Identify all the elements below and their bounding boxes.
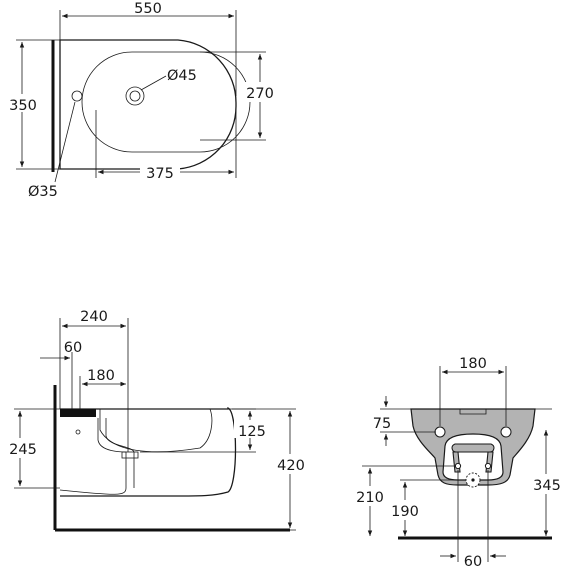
top-view: 550 350 270 375 Ø45 Ø35 — [4, 1, 278, 200]
dim-550-label: 550 — [134, 1, 162, 17]
tap-hole-leader — [140, 75, 167, 91]
dim-245-label: 245 — [9, 442, 37, 458]
dim-190-label: 190 — [391, 504, 419, 520]
side-view-fixing-hole — [75, 429, 81, 435]
rear-supply-hole-right — [484, 462, 492, 470]
rear-view-top-notch — [459, 409, 487, 415]
tap-hole-inner — [129, 90, 141, 102]
side-view-waste-pipe — [59, 418, 135, 495]
tap-hole-label: Ø45 — [167, 68, 197, 84]
dim-125-label: 125 — [238, 424, 266, 440]
rear-supply-hole-left — [454, 462, 462, 470]
rear-view: 180 75 210 190 345 60 — [352, 356, 568, 570]
side-view-waste-trap — [121, 451, 139, 459]
rear-waste-center — [471, 478, 475, 482]
dim-345-label: 345 — [533, 478, 561, 494]
dim-210-label: 210 — [356, 490, 384, 506]
side-view-body — [60, 407, 237, 497]
side-view-rim-block — [60, 409, 96, 417]
top-view-outline — [59, 39, 237, 170]
side-view: 240 60 180 245 125 420 — [4, 309, 310, 532]
fixing-hole-leader — [54, 101, 76, 183]
dim-60-label: 60 — [64, 340, 82, 356]
dim-420-label: 420 — [277, 458, 305, 474]
rear-fixing-hole-right — [500, 426, 512, 438]
dim-350-label: 350 — [9, 98, 37, 114]
dim-375-label: 375 — [146, 166, 174, 182]
rear-fixing-hole-left — [434, 426, 446, 438]
dim-rear-180-label: 180 — [459, 356, 487, 372]
side-view-bowl — [99, 408, 213, 453]
fixing-hole-label: Ø35 — [28, 184, 58, 200]
dim-75-label: 75 — [373, 416, 391, 432]
dim-180-side-label: 180 — [87, 368, 115, 384]
fixing-hole — [71, 90, 83, 102]
tap-hole — [125, 86, 145, 106]
dim-rear-60-label: 60 — [464, 554, 482, 570]
top-view-bowl — [81, 51, 251, 153]
dim-240-label: 240 — [80, 309, 108, 325]
dim-270-label: 270 — [246, 86, 274, 102]
